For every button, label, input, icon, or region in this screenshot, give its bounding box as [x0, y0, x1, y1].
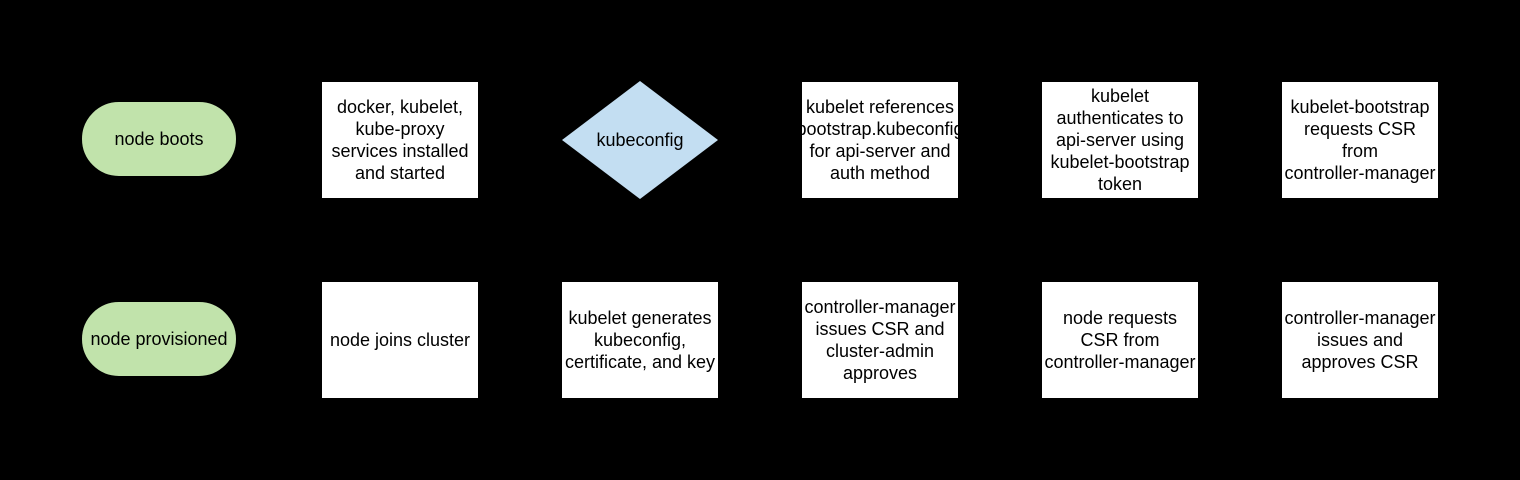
node-joins-cluster-box: node joins cluster [321, 281, 479, 399]
kubelet-generates-box: kubelet generates kubeconfig, certificat… [561, 281, 719, 399]
cm-issues-admin-approves-box: controller-manager issues CSR and cluste… [801, 281, 959, 399]
kubelet-bootstrap-requests-label: kubelet-bootstrap requests CSR from cont… [1284, 97, 1436, 183]
services-installed-label: docker, kubelet, kube-proxy services ins… [331, 97, 469, 183]
cm-issues-approves-box: controller-manager issues and approves C… [1281, 281, 1439, 399]
kubelet-references-label: kubelet references bootstrap.kubeconfig … [796, 97, 964, 183]
kubelet-bootstrap-requests-box: kubelet-bootstrap requests CSR from cont… [1281, 81, 1439, 199]
cm-issues-approves-label: controller-manager issues and approves C… [1284, 308, 1436, 372]
cm-issues-admin-approves-label: controller-manager issues CSR and cluste… [804, 297, 956, 383]
node-joins-cluster-label: node joins cluster [329, 330, 471, 350]
node-requests-csr-box: node requests CSR from controller-manage… [1041, 281, 1199, 399]
kubeconfig-decision-label: kubeconfig [596, 130, 684, 150]
kubelet-authenticates-box: kubelet authenticates to api-server usin… [1041, 81, 1199, 199]
node-provisioned-label: node provisioned [90, 329, 228, 349]
node-boots-terminal: node boots [81, 101, 237, 177]
kubeconfig-decision: kubeconfig [562, 81, 718, 199]
services-installed-box: docker, kubelet, kube-proxy services ins… [321, 81, 479, 199]
node-requests-csr-label: node requests CSR from controller-manage… [1044, 308, 1196, 372]
node-boots-label: node boots [114, 129, 204, 149]
kubelet-authenticates-label: kubelet authenticates to api-server usin… [1050, 86, 1190, 194]
kubelet-references-box: kubelet references bootstrap.kubeconfig … [796, 81, 964, 199]
kubelet-generates-label: kubelet generates kubeconfig, certificat… [564, 308, 716, 372]
node-provisioned-terminal: node provisioned [81, 301, 237, 377]
